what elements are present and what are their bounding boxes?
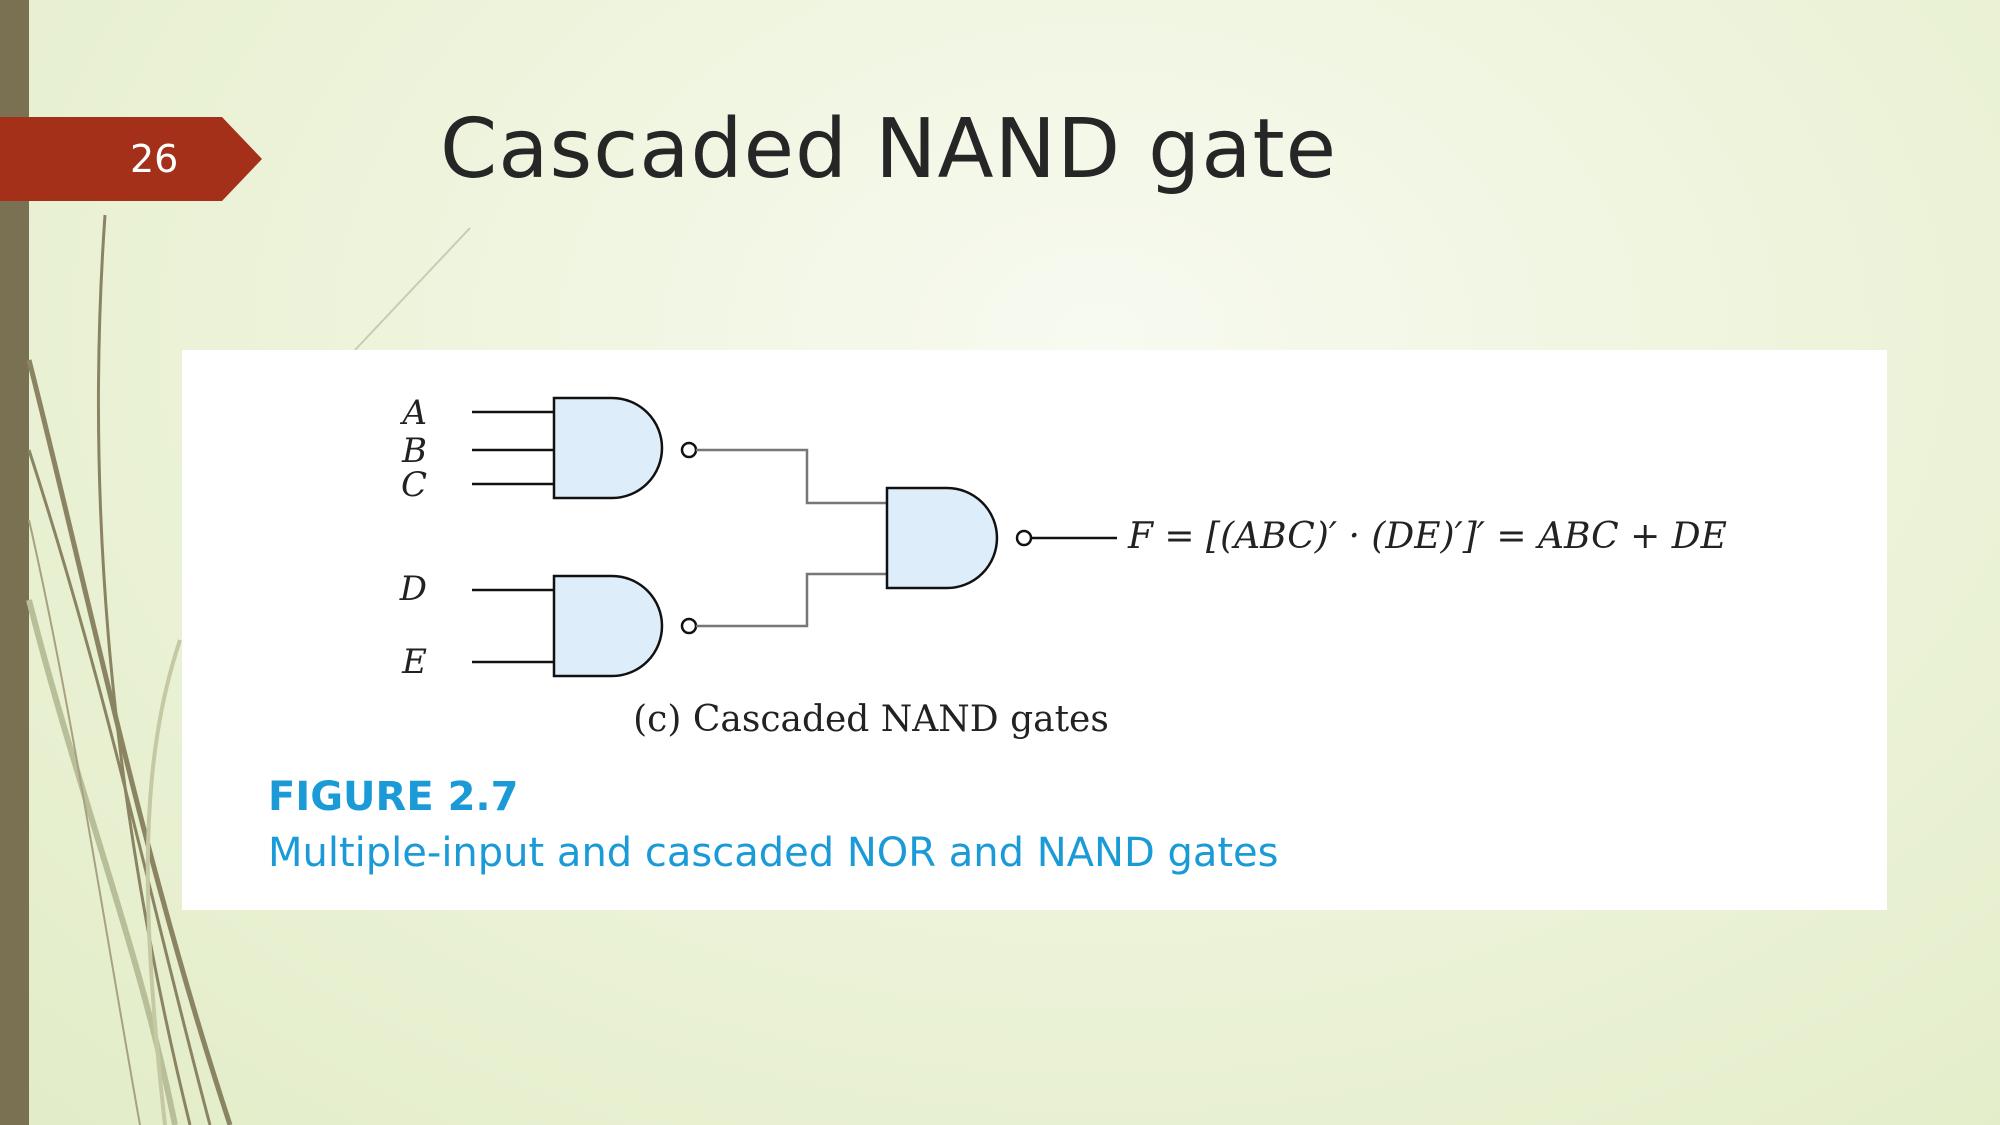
diagram-subcaption: (c) Cascaded NAND gates [633,699,1109,740]
intermediate-wires [696,448,887,628]
nand-gate-abc [552,396,698,500]
input-label-d: D [399,569,427,609]
figure-label: FIGURE 2.7 [268,774,519,820]
input-label-b: B [401,431,427,471]
input-label-e: E [401,642,427,682]
slide-number-badge [0,117,262,201]
nand-gate-output [885,486,1033,590]
slide-title: Cascaded NAND gate [440,102,1338,197]
nand-gate-de [552,574,698,678]
input-label-a: A [399,393,427,433]
slide-number: 26 [130,137,179,181]
figure-panel: A B C D E [182,350,1887,910]
figure-caption: Multiple-input and cascaded NOR and NAND… [268,830,1279,876]
output-expression: F = [(ABC)′ · (DE)′]′ = ABC + DE [1127,516,1727,557]
input-wires [472,410,554,664]
cascaded-nand-circuit: A B C D E [399,393,1727,740]
input-label-c: C [401,465,427,505]
